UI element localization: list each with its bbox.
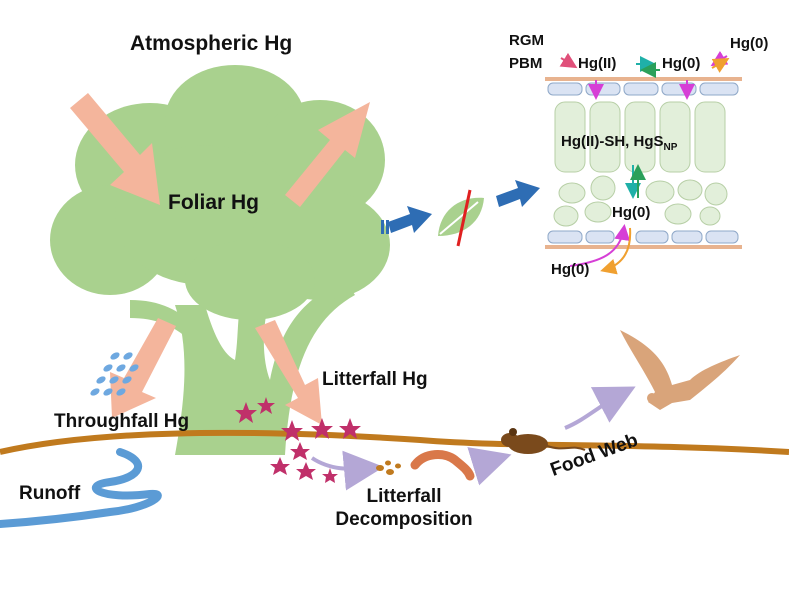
uptake-arrows (381, 180, 540, 234)
hg0-inner-label: Hg(0) (612, 204, 651, 221)
litterfall-arrow (255, 320, 322, 425)
hg0-stomata-label: Hg(0) (551, 261, 590, 278)
inset-arrows (559, 50, 730, 275)
hg-complex-subscript: NP (663, 142, 678, 153)
rain-drops (90, 352, 139, 396)
deposition-arrow (70, 93, 160, 205)
mouse (501, 428, 586, 454)
hg0-air-label: Hg(0) (730, 35, 769, 52)
worm (410, 450, 475, 481)
throughfall-hg-label: Throughfall Hg (54, 411, 190, 432)
leaf-cross-section (545, 77, 742, 249)
tree (50, 65, 390, 455)
fallen-leaves (235, 397, 361, 483)
leaf-icon (438, 189, 484, 247)
hg0-surface-label: Hg(0) (662, 55, 701, 72)
runoff-river (0, 448, 162, 528)
hg-complex-label: Hg(II)-SH, HgSNP (561, 133, 678, 153)
decomposition-arrow (310, 450, 384, 491)
decomposition-items (310, 447, 512, 491)
soil-surface (0, 429, 789, 455)
pbm-label: PBM (509, 55, 543, 72)
decomposition-label-line1: Litterfall (366, 486, 442, 507)
flux-arrows (70, 93, 370, 425)
throughfall-arrow (110, 318, 176, 418)
foliar-hg-label: Foliar Hg (168, 191, 260, 214)
litterfall-hg-label: Litterfall Hg (322, 369, 428, 390)
decomposition-label-line2: Decomposition (335, 509, 473, 530)
hg2-label: Hg(II) (578, 55, 617, 72)
runoff-label: Runoff (19, 483, 81, 504)
rgm-label: RGM (509, 32, 544, 49)
atmospheric-hg-label: Atmospheric Hg (130, 32, 293, 55)
emission-arrow (285, 102, 370, 207)
food-web-arrow (564, 386, 636, 430)
hawk (620, 330, 740, 410)
